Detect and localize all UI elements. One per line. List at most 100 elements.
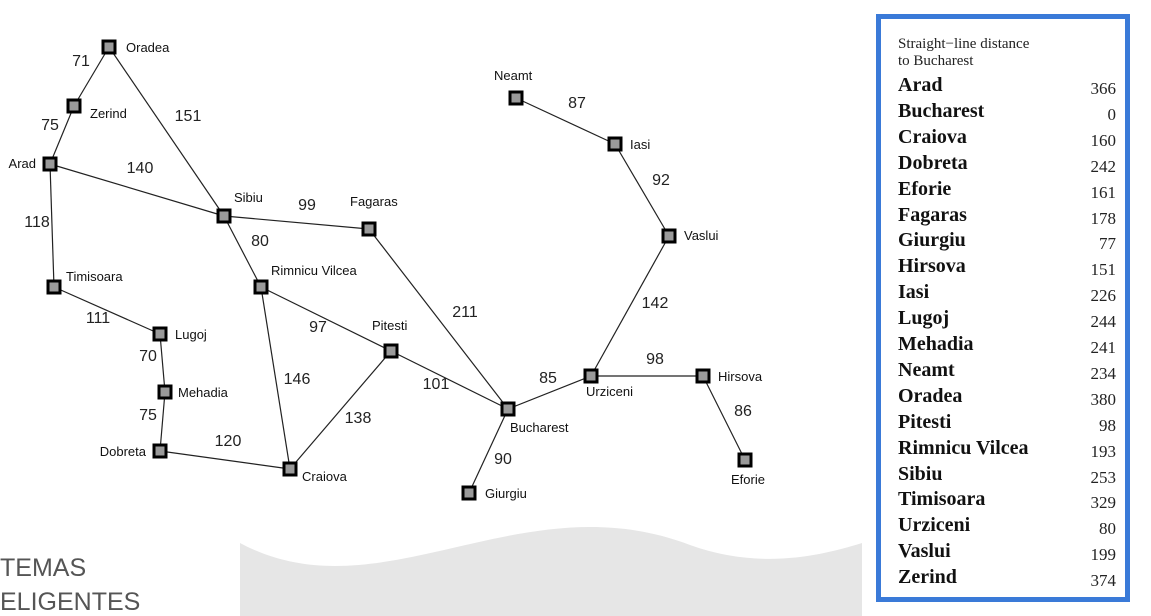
road-distance-iasi-neamt: 87: [568, 95, 586, 112]
road-lugoj-mehadia: [159, 333, 166, 393]
city-node-arad: [42, 156, 58, 172]
table-row-distance: 244: [1090, 312, 1117, 332]
table-row-city: Lugoj: [898, 307, 950, 330]
city-label-craiova: Craiova: [302, 469, 348, 484]
road-craiova-pitesti: [289, 350, 392, 470]
city-label-oradea: Oradea: [126, 40, 170, 55]
table-row-distance: 178: [1090, 208, 1117, 228]
table-row-distance: 80: [1099, 519, 1116, 539]
city-label-urziceni: Urziceni: [586, 384, 633, 399]
table-row-distance: 160: [1090, 130, 1117, 150]
table-row-city: Neamt: [898, 358, 955, 381]
road-distance-fagaras-bucharest: 211: [452, 304, 478, 321]
city-label-rimnicu: Rimnicu Vilcea: [271, 263, 358, 278]
road-dobreta-craiova: [159, 450, 291, 470]
city-node-iasi: [607, 136, 623, 152]
city-label-lugoj: Lugoj: [175, 327, 207, 342]
road-distance-vaslui-iasi: 92: [652, 172, 670, 189]
city-node-hirsova: [695, 368, 711, 384]
table-row-distance: 366: [1090, 79, 1117, 98]
footer-title-line-2: ELIGENTES: [0, 588, 141, 616]
table-row-city: Dobreta: [898, 151, 968, 174]
road-bucharest-giurgiu: [468, 408, 509, 494]
table-row-city: Sibiu: [898, 462, 943, 485]
table-row-distance: 380: [1090, 389, 1117, 409]
table-row: Pitesti 98: [898, 408, 1116, 435]
city-label-arad: Arad: [9, 156, 36, 171]
city-label-iasi: Iasi: [630, 137, 650, 152]
road-oradea-zerind: [73, 46, 110, 107]
table-row: Arad 366: [898, 71, 1117, 98]
city-label-giurgiu: Giurgiu: [485, 486, 527, 501]
table-row: Iasi 226: [898, 278, 1117, 306]
road-distance-urziceni-vaslui: 142: [642, 295, 669, 312]
table-row-distance: 329: [1090, 493, 1117, 513]
table-row-city: Hirsova: [898, 255, 966, 278]
table-row-distance: 98: [1099, 415, 1116, 435]
table-row: Sibiu 253: [898, 460, 1117, 487]
table-row-distance: 253: [1090, 467, 1117, 487]
city-label-vaslui: Vaslui: [684, 228, 719, 243]
road-pitesti-bucharest: [390, 350, 509, 410]
city-label-sibiu: Sibiu: [234, 190, 263, 205]
city-label-bucharest: Bucharest: [510, 420, 569, 435]
road-vaslui-iasi: [614, 143, 670, 237]
table-row-city: Giurgiu: [898, 229, 966, 252]
city-node-bucharest: [500, 401, 516, 417]
table-row-distance: 77: [1099, 234, 1116, 254]
road-distance-oradea-sibiu: 151: [175, 108, 202, 125]
romania-road-map: 7175151140118998011170751209714613821110…: [9, 39, 765, 501]
city-node-lugoj: [152, 326, 168, 342]
road-fagaras-bucharest: [368, 228, 509, 410]
table-row: Lugoj 244: [898, 304, 1117, 332]
footer-title-line-1: TEMAS: [0, 554, 87, 582]
city-label-eforie: Eforie: [731, 472, 765, 487]
table-row-distance: 241: [1090, 338, 1117, 357]
city-node-eforie: [737, 452, 753, 468]
table-row-distance: 193: [1090, 441, 1117, 461]
table-row-city: Pitesti: [898, 410, 952, 433]
road-iasi-neamt: [515, 97, 616, 145]
city-label-fagaras: Fagaras: [350, 194, 398, 209]
city-node-dobreta: [152, 443, 168, 459]
table-row-city: Rimnicu Vilcea: [898, 436, 1029, 459]
table-row-distance: 0: [1107, 104, 1117, 124]
city-node-rimnicu: [253, 279, 269, 295]
city-label-hirsova: Hirsova: [718, 369, 763, 384]
road-distance-bucharest-giurgiu: 90: [494, 451, 512, 468]
table-row-city: Oradea: [898, 384, 963, 407]
road-distance-sibiu-rimnicu: 80: [251, 233, 269, 250]
table-row-city: Arad: [898, 74, 943, 96]
table-heading: Straight−line distance to Bucharest: [898, 36, 1029, 70]
table-row-distance: 226: [1090, 286, 1117, 306]
city-label-mehadia: Mehadia: [178, 385, 229, 400]
road-distance-sibiu-fagaras: 99: [298, 197, 316, 214]
road-rimnicu-craiova: [260, 286, 291, 470]
road-distance-zerind-arad: 75: [41, 117, 59, 134]
table-row-city: Vaslui: [898, 540, 951, 563]
city-label-dobreta: Dobreta: [100, 444, 147, 459]
city-node-neamt: [508, 90, 524, 106]
city-label-pitesti: Pitesti: [372, 318, 408, 333]
road-distance-craiova-pitesti: 138: [345, 410, 372, 427]
road-distance-rimnicu-pitesti: 97: [309, 319, 327, 336]
table-row-distance: 151: [1090, 260, 1117, 280]
road-distance-mehadia-dobreta: 75: [139, 407, 157, 424]
road-oradea-sibiu: [108, 46, 225, 217]
city-node-oradea: [101, 39, 117, 55]
table-row-city: Iasi: [898, 281, 930, 304]
table-row: Giurgiu 77: [898, 226, 1116, 254]
road-distance-rimnicu-craiova: 146: [284, 371, 311, 388]
road-distance-lugoj-mehadia: 70: [139, 348, 157, 365]
road-bucharest-urziceni: [507, 375, 592, 410]
